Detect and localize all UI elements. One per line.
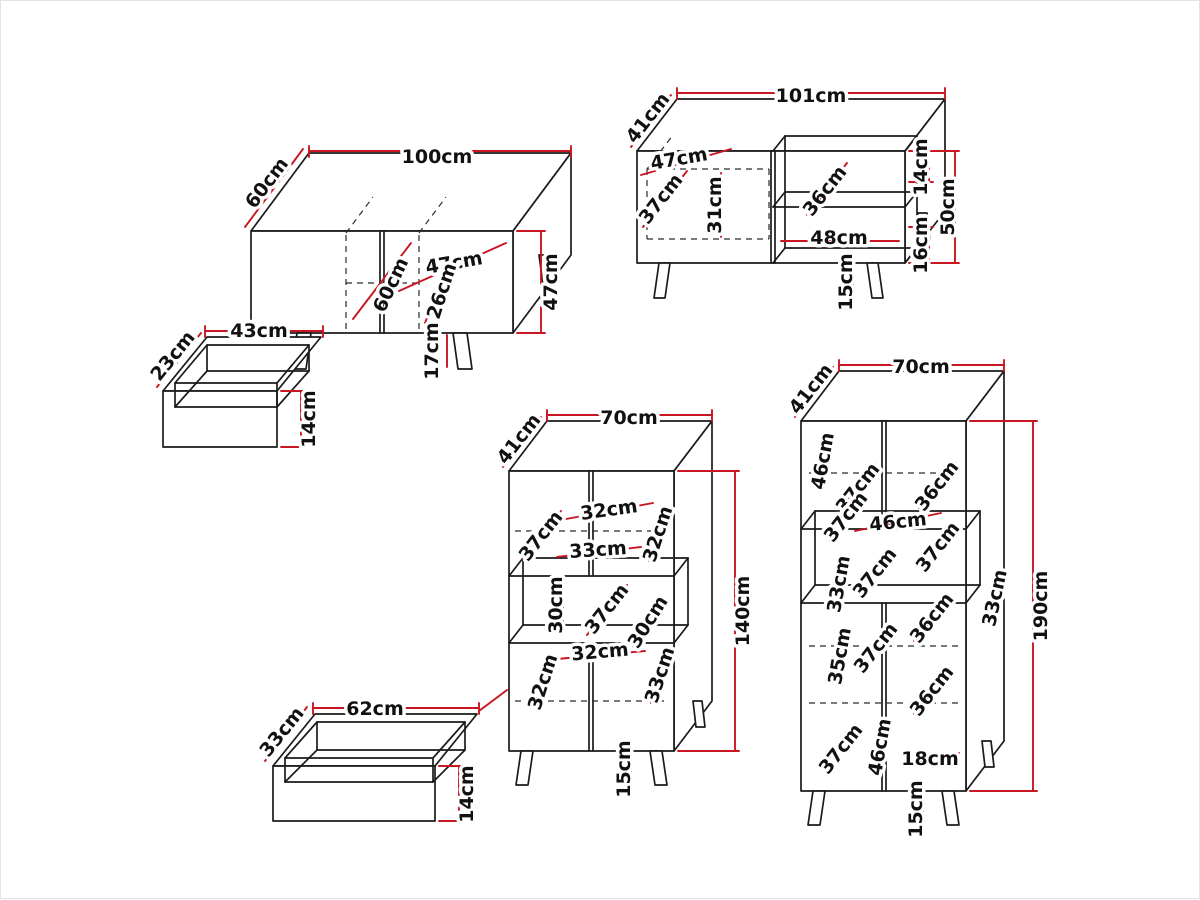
tall-cabinet-diagram: 41cm 70cm 190cm 33cm 15cm 46cm 37cm 36cm… bbox=[781, 353, 1055, 842]
coffee-table-width-dimension: 100cm bbox=[402, 146, 473, 168]
tv-stand-hidden-lines bbox=[646, 134, 770, 240]
small-drawer-width-dimension: 43cm bbox=[230, 320, 288, 342]
tall-cabinet-interior-dimension: 18cm bbox=[901, 748, 959, 770]
tv-stand-niche-width-dimension: 48cm bbox=[810, 227, 868, 249]
large-drawer-width-dimension: 62cm bbox=[346, 698, 404, 720]
small-drawer-outline bbox=[162, 336, 322, 448]
medium-cabinet-interior-dimension: 33cm bbox=[569, 537, 628, 563]
tall-cabinet-hidden-lines bbox=[809, 472, 959, 704]
medium-cabinet-height-dimension: 140cm bbox=[732, 576, 754, 647]
tall-cabinet-height-dimension: 190cm bbox=[1030, 571, 1052, 642]
medium-cabinet-diagram: 41cm 70cm 140cm 15cm 37cm 32cm 32cm 33cm… bbox=[489, 404, 757, 802]
tall-cabinet-width-dimension: 70cm bbox=[892, 356, 950, 378]
tall-cabinet-leg-height-dimension: 15cm bbox=[905, 780, 927, 838]
tv-stand-inner-height-dimension: 31cm bbox=[704, 176, 726, 234]
tv-stand-width-dimension: 101cm bbox=[776, 85, 847, 107]
large-drawer-outline bbox=[272, 713, 478, 822]
tv-stand-diagram: 41cm 101cm 14cm 16cm 50cm 47cm 37cm 31cm… bbox=[618, 82, 962, 315]
small-drawer-diagram: 43cm 23cm 14cm bbox=[143, 317, 324, 451]
tv-stand-top-section-dimension: 14cm bbox=[910, 138, 932, 196]
tv-stand-leg-height-dimension: 15cm bbox=[835, 253, 857, 311]
medium-cabinet-width-dimension: 70cm bbox=[600, 407, 658, 429]
medium-cabinet-interior-dimension: 30cm bbox=[545, 576, 567, 634]
medium-cabinet-hidden-lines bbox=[515, 530, 668, 702]
coffee-table-leg-height-dimension: 17cm bbox=[421, 322, 443, 380]
medium-cabinet-dimension-lines bbox=[502, 409, 740, 786]
large-drawer-height-dimension: 14cm bbox=[456, 765, 478, 823]
medium-cabinet-leg-height-dimension: 15cm bbox=[613, 740, 635, 798]
tv-stand-outline bbox=[636, 98, 946, 299]
large-drawer-diagram: 62cm 33cm 14cm bbox=[252, 689, 508, 826]
tv-stand-base-section-dimension: 16cm bbox=[910, 216, 932, 274]
coffee-table-outline bbox=[250, 152, 572, 370]
small-drawer-dimension-lines bbox=[156, 325, 324, 448]
coffee-table-height-dimension: 47cm bbox=[540, 253, 562, 311]
coffee-table-dimension-lines bbox=[244, 145, 572, 368]
medium-cabinet-outline bbox=[508, 420, 713, 786]
tv-stand-dimension-lines bbox=[630, 87, 960, 300]
tall-cabinet-dimension-lines bbox=[794, 359, 1038, 826]
small-drawer-height-dimension: 14cm bbox=[298, 390, 320, 448]
large-drawer-dimension-lines bbox=[264, 689, 508, 822]
tv-stand-height-dimension: 50cm bbox=[937, 178, 959, 236]
